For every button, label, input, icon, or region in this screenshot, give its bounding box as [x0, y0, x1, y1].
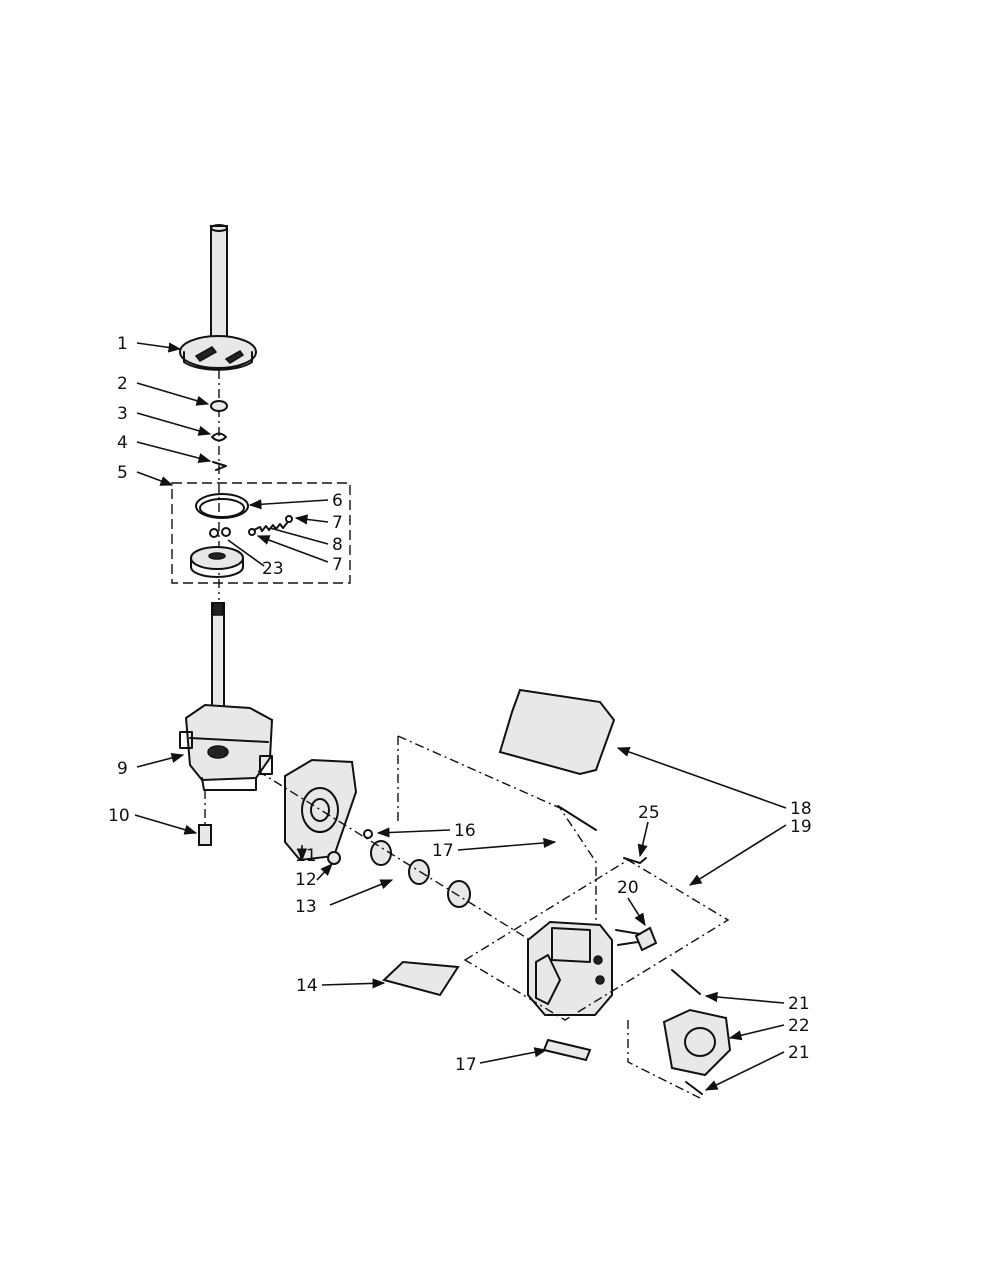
callout-9: 9 [117, 759, 128, 779]
callout-6: 6 [332, 491, 343, 511]
callout-23: 23 [262, 559, 284, 579]
callout-19: 19 [790, 817, 812, 837]
callout-1: 1 [117, 334, 128, 354]
part-3-clip [211, 432, 227, 442]
motor-outline [463, 859, 730, 1021]
callout-7-lower: 7 [332, 555, 343, 575]
part-21-22-bracket [627, 969, 732, 1099]
axis-pump [257, 770, 531, 941]
callout-13: 13 [295, 897, 317, 917]
callout-21-lower: 21 [788, 1043, 810, 1063]
callout-12: 12 [295, 870, 317, 890]
part-2-washer [210, 400, 228, 412]
callout-14: 14 [296, 976, 318, 996]
part-5-kit-box [171, 482, 351, 584]
part-14-gasket [382, 960, 460, 997]
part-6-ring [195, 493, 249, 519]
callout-labels: 1 2 3 4 5 6 7 8 7 23 9 10 11 12 13 14 16… [108, 334, 812, 1075]
part-4-retainer [212, 461, 227, 471]
callout-18: 18 [790, 799, 812, 819]
part-13-bearings [370, 840, 471, 908]
drive-shaft [211, 602, 225, 714]
part-11-pump-cover [284, 758, 358, 862]
callout-5: 5 [117, 463, 128, 483]
part-17-strap [542, 1038, 592, 1062]
part-19-motor [527, 920, 613, 1016]
part-25-clip [623, 857, 647, 864]
callout-3: 3 [117, 404, 128, 424]
agitator-shaft [210, 224, 228, 347]
part-10-bolt [198, 824, 212, 846]
part-20-switch [615, 926, 658, 952]
callout-4: 4 [117, 433, 128, 453]
callout-10: 10 [108, 806, 130, 826]
callout-2: 2 [117, 374, 128, 394]
callout-16: 16 [454, 821, 476, 841]
part-23-pulley [190, 527, 244, 578]
callout-17-lower: 17 [455, 1055, 477, 1075]
callout-8: 8 [332, 535, 343, 555]
callout-17-upper: 17 [432, 841, 454, 861]
callout-20: 20 [617, 878, 639, 898]
leader-lines [134, 342, 787, 1091]
part-18-shield [498, 688, 616, 776]
callout-21-upper: 21 [788, 994, 810, 1014]
callout-22: 22 [788, 1016, 810, 1036]
part-12-bolt [327, 851, 341, 865]
callout-25: 25 [638, 803, 660, 823]
part-1-cam [179, 335, 257, 371]
callout-7-upper: 7 [332, 513, 343, 533]
callout-11: 11 [295, 846, 317, 866]
part-9-transmission [179, 703, 274, 791]
